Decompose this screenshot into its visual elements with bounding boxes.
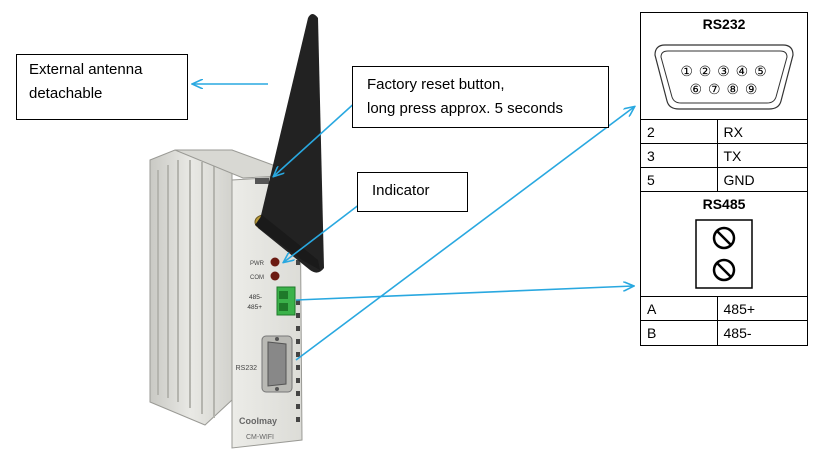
pin-6: ⑥	[689, 81, 704, 97]
rs485-pin: B	[641, 320, 718, 345]
rs232-pin-table: 2 RX 3 TX 5 GND	[641, 119, 807, 192]
brand-logo: Coolmay	[239, 416, 277, 426]
rs232-pin: 3	[641, 143, 718, 168]
pin-7: ⑦	[707, 81, 722, 97]
table-row: 3 TX	[641, 143, 807, 168]
com-led	[270, 271, 280, 281]
model-label: CM-WIFI	[246, 434, 274, 441]
db9-pins-top: ① ② ③ ④ ⑤	[641, 63, 807, 80]
arrow-rs485	[295, 286, 633, 301]
pin-5: ⑤	[754, 63, 768, 79]
pin-3: ③	[717, 63, 731, 79]
arrow-indicator	[284, 203, 361, 262]
body-ribs	[157, 160, 215, 418]
rs485-terminal: 485- 485+	[247, 286, 296, 316]
factory-reset-button[interactable]	[255, 178, 269, 184]
rs232-device-label: RS232	[236, 365, 258, 372]
rs485-signal: 485-	[716, 320, 807, 345]
rs485-terminal-diagram	[641, 216, 807, 296]
rs232-pin: 5	[641, 167, 718, 192]
port-485-minus: 485-	[249, 294, 262, 301]
arrow-reset	[274, 99, 359, 176]
pin-4: ④	[735, 63, 750, 79]
pinout-panel: RS232 ① ② ③ ④ ⑤ ⑥ ⑦ ⑧ ⑨ 2 RX 3 TX 5	[640, 12, 808, 346]
rs232-title: RS232	[702, 16, 746, 32]
callout-antenna: External antenna detachable	[16, 54, 188, 120]
callout-reset: Factory reset button, long press approx.…	[352, 66, 609, 128]
table-row: 2 RX	[641, 119, 807, 144]
rs485-title: RS485	[702, 196, 746, 212]
rs485-screw-diagram	[695, 219, 753, 289]
antenna	[254, 14, 324, 273]
table-row: B 485-	[641, 320, 807, 345]
rs232-connector: RS232	[236, 335, 293, 393]
rs485-pin-table: A 485+ B 485-	[641, 296, 807, 345]
table-row: 5 GND	[641, 167, 807, 192]
callout-indicator: Indicator	[357, 172, 468, 212]
pin-1: ①	[680, 63, 694, 79]
arrow-rs232	[295, 107, 634, 361]
rs232-signal: TX	[716, 143, 807, 168]
db9-diagram: ① ② ③ ④ ⑤ ⑥ ⑦ ⑧ ⑨	[641, 35, 807, 119]
pin-2: ②	[698, 63, 713, 79]
rs485-signal: 485+	[716, 296, 807, 321]
pin-8: ⑧	[726, 81, 740, 97]
pwr-led	[270, 257, 280, 267]
callout-indicator-text: Indicator	[372, 182, 430, 199]
rs232-pin: 2	[641, 119, 718, 144]
db9-pins-bottom: ⑥ ⑦ ⑧ ⑨	[641, 81, 807, 98]
pwr-label: PWR	[250, 261, 265, 267]
callout-arrows	[193, 84, 634, 361]
indicator-leds: PWR COM	[250, 257, 280, 281]
pin-9: ⑨	[744, 81, 759, 97]
callout-reset-line1: Factory reset button,	[367, 76, 505, 93]
db9-pin-diagram	[654, 44, 794, 110]
callout-reset-line2: long press approx. 5 seconds	[367, 100, 563, 117]
callout-antenna-line1: External antenna	[29, 61, 143, 78]
port-485-plus: 485+	[247, 304, 262, 311]
rs232-signal: GND	[716, 167, 807, 192]
rs232-signal: RX	[716, 119, 807, 144]
com-label: COM	[250, 275, 264, 281]
table-row: A 485+	[641, 296, 807, 321]
rs485-pin: A	[641, 296, 718, 321]
callout-antenna-line2: detachable	[29, 85, 103, 102]
